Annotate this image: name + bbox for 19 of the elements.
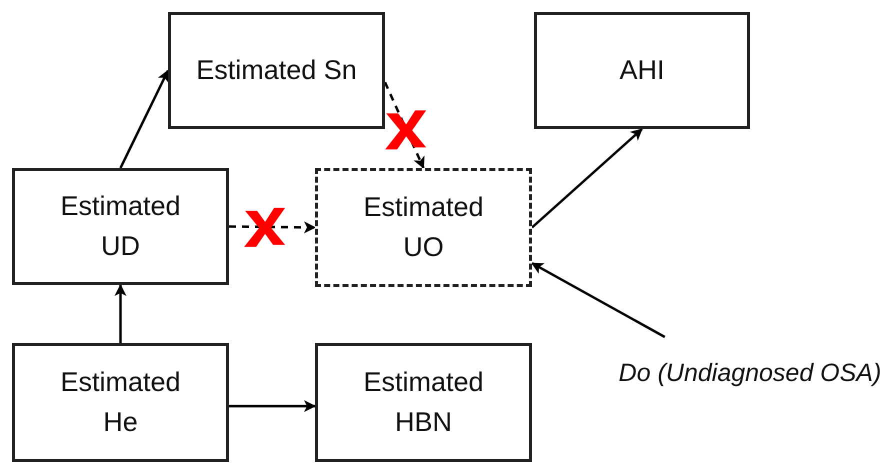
annotation-text: Do (Undiagnosed OSA)	[618, 358, 882, 389]
process-box	[12, 168, 229, 285]
arrow	[228, 221, 316, 234]
arrow	[119, 70, 170, 169]
arrow	[114, 284, 126, 343]
dashed-box	[315, 168, 532, 287]
arrow	[531, 128, 643, 228]
box-label: Estimated He	[59, 366, 182, 438]
box-label: AHI	[619, 54, 664, 87]
process-box	[168, 12, 385, 129]
box-label: Estimated UD	[59, 190, 182, 262]
arrow	[229, 400, 316, 412]
process-box	[315, 343, 532, 462]
process-box	[12, 343, 229, 462]
box-label: Estimated Sn	[196, 54, 357, 87]
arrow	[531, 262, 666, 338]
process-box	[534, 12, 750, 129]
box-label: Estimated UO	[362, 191, 485, 264]
box-label: Estimated HBN	[362, 366, 485, 438]
